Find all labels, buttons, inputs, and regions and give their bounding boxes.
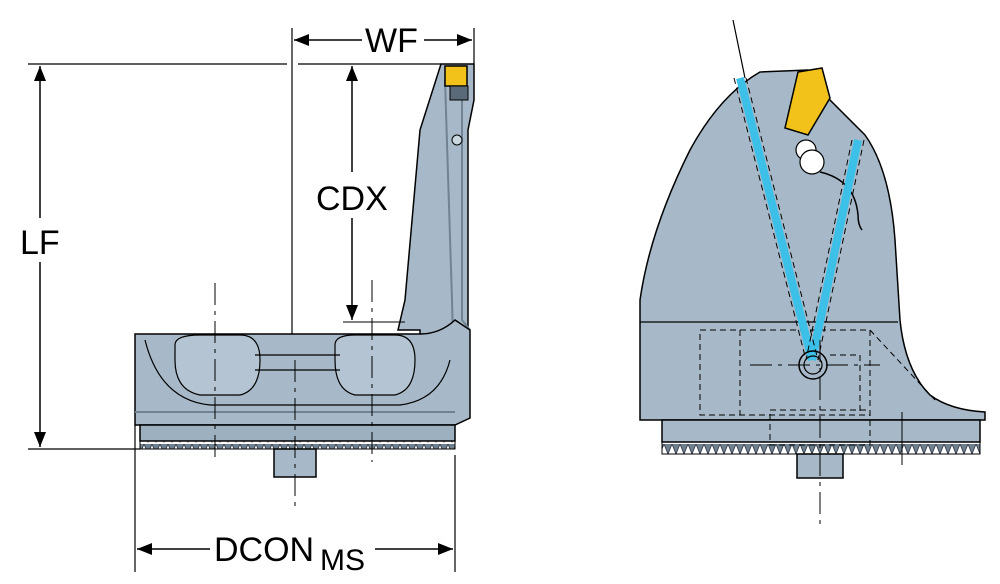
base-plate [139,424,456,442]
insert-seat [449,85,469,101]
wf-label: WF [365,22,418,60]
side-view: WF CDX LF DCON MS [20,22,475,577]
dcon-label: DCON [214,531,314,569]
front-plate [661,419,981,443]
base-contour [144,339,451,406]
front-view [639,19,986,528]
arm-edge-2 [461,100,471,331]
pocket-right [334,334,416,396]
serration [139,440,456,450]
pocket-left [174,334,261,396]
front-hole [799,149,825,175]
front-wire [819,171,863,231]
dcon-subscript: MS [320,544,365,577]
insert [444,65,468,87]
cdx-label: CDX [316,180,388,218]
coolant-channels [733,77,865,361]
lf-label: LF [20,224,60,262]
front-serration [661,441,981,455]
reference-line [732,19,746,79]
screw-hole [451,134,463,146]
front-insert [784,67,831,136]
